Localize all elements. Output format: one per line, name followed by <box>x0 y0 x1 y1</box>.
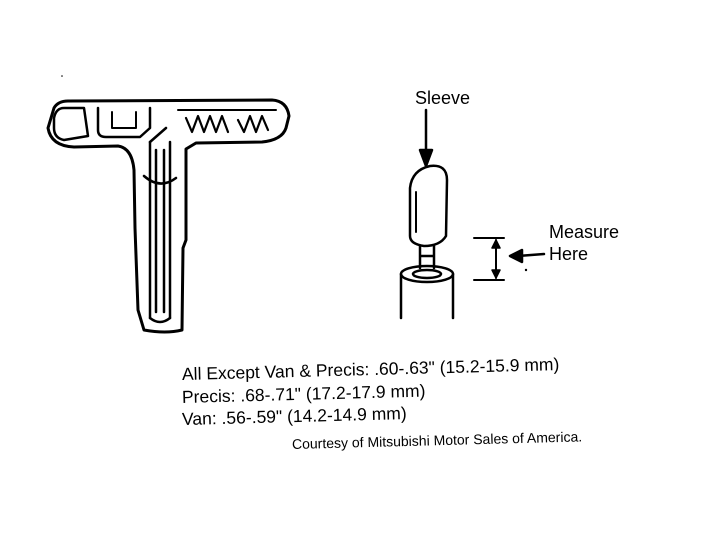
stray-dot <box>524 268 528 272</box>
handle-slot <box>96 106 152 139</box>
tube-bore <box>411 268 443 280</box>
here-label: Here <box>549 244 589 264</box>
measure-label: Measure <box>549 222 620 242</box>
shaft-connector <box>142 126 178 185</box>
handle-outline <box>46 98 291 334</box>
stray-dot <box>61 75 63 77</box>
t-handle-tool <box>46 98 291 334</box>
sleeve-detail <box>399 108 546 320</box>
sleeve-stem <box>418 244 436 270</box>
measure-arrow-head <box>508 248 524 264</box>
handle-spring <box>184 114 270 134</box>
handle-grip <box>52 106 90 142</box>
sleeve-body <box>408 164 449 248</box>
sleeve-label: Sleeve <box>415 88 471 108</box>
measure-bracket-arrows <box>491 239 501 279</box>
measure-bracket <box>473 237 505 281</box>
sleeve-arrow-head <box>418 148 434 168</box>
tube-wall <box>399 272 455 320</box>
shaft-tip <box>148 316 172 324</box>
handle-slot-inner <box>111 111 137 129</box>
tube-top <box>399 264 455 284</box>
tool-shaft <box>148 140 172 320</box>
